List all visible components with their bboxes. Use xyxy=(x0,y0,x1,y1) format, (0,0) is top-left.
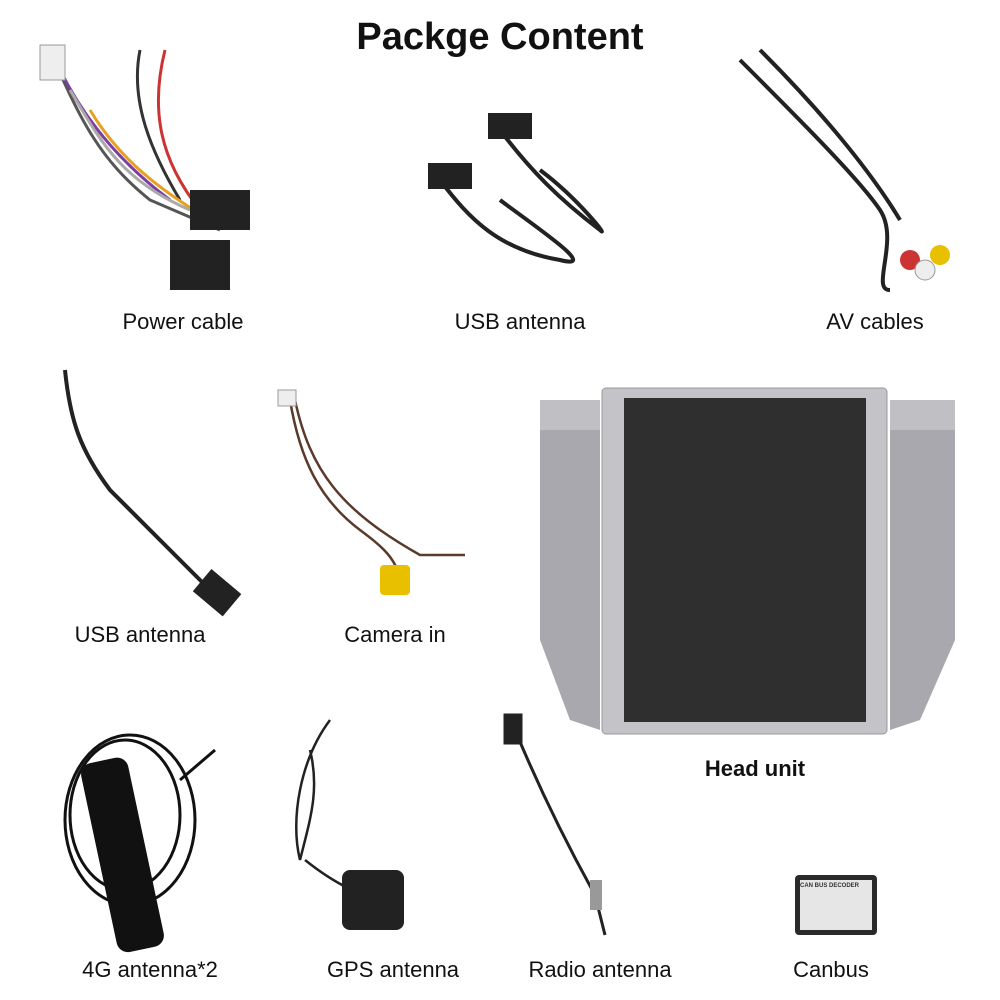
4g-antenna-image xyxy=(63,733,216,953)
head-unit-image xyxy=(540,387,955,735)
power-cable-image xyxy=(39,44,250,290)
radio-antenna-image xyxy=(503,713,607,936)
label-head-unit: Head unit xyxy=(704,756,806,781)
label-canbus: Canbus xyxy=(793,957,869,982)
gps-antenna-image xyxy=(295,719,404,930)
label-gps-antenna: GPS antenna xyxy=(326,957,460,982)
canbus-image xyxy=(795,875,877,935)
canbus-device-label: CAN BUS DECODER xyxy=(800,883,860,889)
label-4g-antenna: 4G antenna*2 xyxy=(82,957,218,982)
av-cables-image xyxy=(738,48,950,292)
label-usb-antenna: USB antenna xyxy=(454,309,586,334)
usb-antenna-2-image xyxy=(63,369,242,617)
label-camera-in: Camera in xyxy=(344,622,446,647)
label-power-cable: Power cable xyxy=(122,309,244,334)
camera-in-image xyxy=(277,389,465,595)
label-radio-antenna: Radio antenna xyxy=(528,957,672,982)
page-title: Packge Content xyxy=(356,16,644,58)
label-av-cables: AV cables xyxy=(826,309,924,334)
usb-antenna-image xyxy=(428,113,604,264)
label-usb-antenna-2: USB antenna xyxy=(74,622,206,647)
